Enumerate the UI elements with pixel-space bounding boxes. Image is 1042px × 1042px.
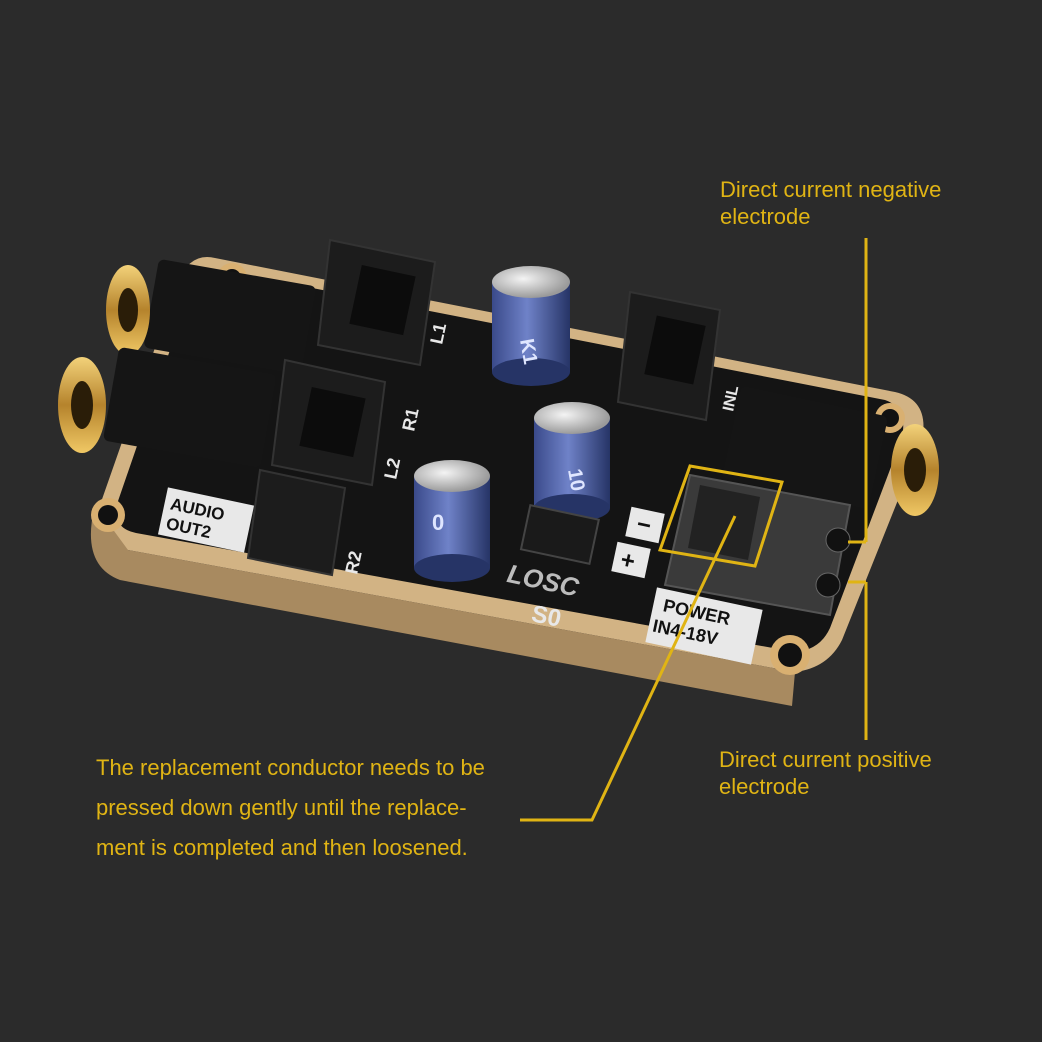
annotation-text: Direct current negative	[720, 177, 942, 202]
pcb-side	[90, 505, 796, 706]
label-l2: L2	[380, 456, 404, 481]
ic-chip	[519, 504, 600, 565]
highlight-box	[657, 464, 784, 568]
annotation-text: The replacement conductor needs to be	[96, 755, 485, 780]
audio-out-label-box	[157, 487, 255, 553]
label-r1: R1	[398, 406, 422, 433]
header-connector	[616, 290, 722, 422]
annotation-text: ment is completed and then loosened.	[96, 835, 468, 860]
minus-sign: −	[634, 511, 653, 540]
plus-marker-box	[611, 541, 651, 579]
power-terminal-block	[663, 473, 852, 617]
minus-marker-box	[625, 506, 665, 544]
annotation-text: electrode	[719, 774, 810, 799]
capacitor-marking: 0	[432, 510, 444, 535]
annotation-overlay	[520, 238, 868, 822]
annotation-text: pressed down gently until the replace-	[96, 795, 467, 820]
annotation-text: Direct current positive	[719, 747, 932, 772]
header-connector	[270, 358, 387, 487]
audio-jack-upper	[106, 259, 316, 375]
capacitor: 0	[414, 460, 490, 582]
capacitor-marking: K1	[515, 337, 541, 366]
annotation-text: electrode	[720, 204, 811, 229]
audio-jack-lower	[58, 347, 276, 468]
plus-sign: +	[618, 546, 637, 575]
replacement-instruction-annotation: The replacement conductor needs to be pr…	[96, 748, 536, 868]
capacitor-marking: 10	[563, 467, 589, 493]
positive-electrode-annotation: Direct current positive electrode	[719, 746, 1019, 800]
capacitor: K1	[492, 266, 570, 386]
label-l1: L1	[426, 321, 450, 346]
label-r2: R2	[341, 549, 365, 576]
header-connector	[316, 238, 437, 367]
capacitor: 10	[534, 402, 610, 522]
replacement-leader-line	[520, 515, 737, 822]
label-inl: INL	[720, 384, 742, 413]
negative-electrode-annotation: Direct current negative electrode	[720, 176, 1020, 230]
header-connector	[246, 468, 347, 577]
model-label: S0	[529, 600, 563, 633]
